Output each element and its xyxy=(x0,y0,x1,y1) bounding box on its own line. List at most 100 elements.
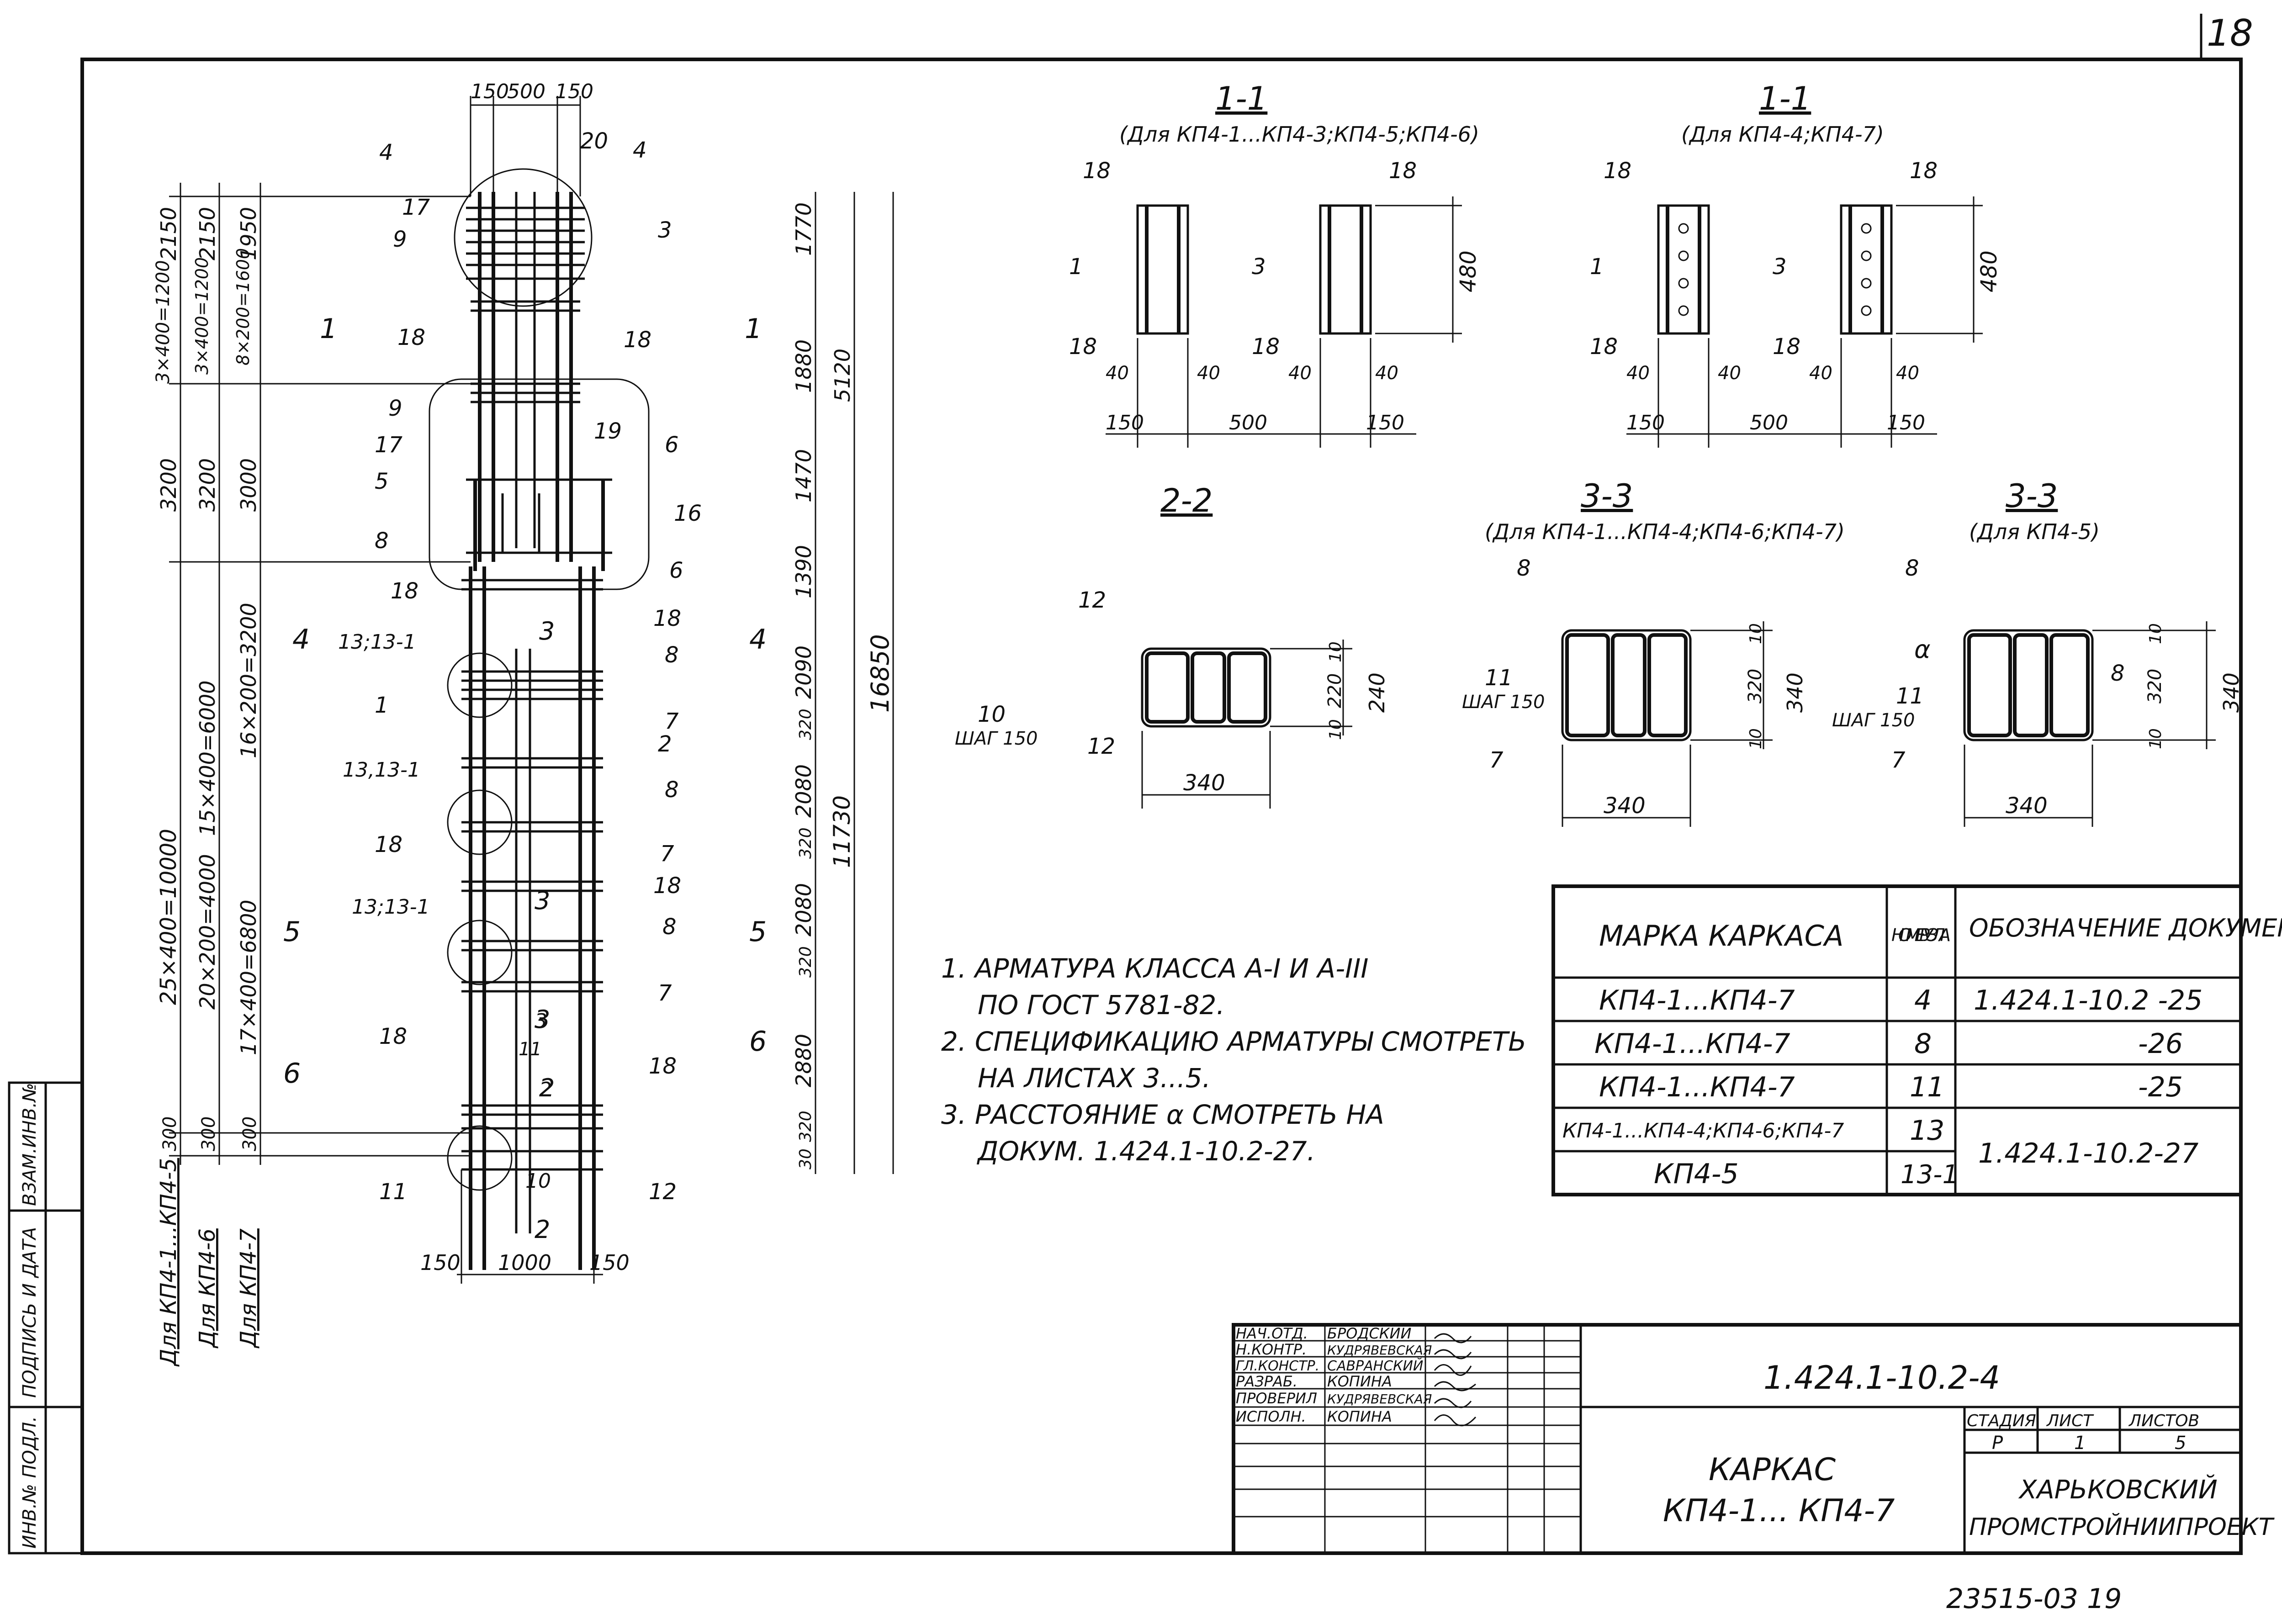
table-r45-doc: 1.424.1-10.2-27 xyxy=(1978,1137,2198,1169)
right-dim-2080-b: 2080 xyxy=(791,883,816,936)
section-3-3-b: 3-3 (Для КП4-5) 8 α 11 ШАГ 150 7 8 10 32… xyxy=(1832,477,2244,827)
table-r4-node: 13 xyxy=(1910,1115,1944,1147)
tb-doc-code: 1.424.1-10.2-4 xyxy=(1763,1359,2000,1397)
s11b-18-tr: 18 xyxy=(1910,158,1938,184)
s11b-1: 1 xyxy=(1590,254,1604,280)
section-3-3b-title: 3-3 xyxy=(2006,477,2058,515)
section-2-2: 2-2 12 10 ШАГ 150 12 10 220 10 240 340 xyxy=(955,482,1389,809)
left-dim-3200-a: 3200 xyxy=(156,458,181,512)
bottom-dim-150b: 150 xyxy=(589,1250,630,1275)
table-r5-mark: КП4-5 xyxy=(1654,1158,1739,1190)
tb-role-1: НАЧ.ОТД. xyxy=(1236,1325,1308,1342)
tb-org-2: ПРОМСТРОЙНИИПРОЕКТ xyxy=(1969,1513,2275,1541)
table-r3-mark: КП4-1...КП4-7 xyxy=(1599,1071,1795,1103)
mark-2-b: 2 xyxy=(539,1078,552,1101)
right-dim-320-d: 320 xyxy=(796,1111,815,1142)
s33a-8: 8 xyxy=(1517,555,1531,581)
stamp-vzam-inv: ВЗАМ.ИНВ.№ xyxy=(19,1083,40,1206)
section-3-3a-subtitle: (Для КП4-1...КП4-4;КП4-6;КП4-7) xyxy=(1485,519,1845,544)
table-r1-mark: КП4-1...КП4-7 xyxy=(1599,984,1795,1016)
cut-5-right: 5 xyxy=(749,916,767,948)
s33b-step: ШАГ 150 xyxy=(1832,710,1915,731)
s11b-18-bl: 18 xyxy=(1590,334,1618,360)
bottom-dim-1000: 1000 xyxy=(498,1250,551,1275)
right-dim-5120: 5120 xyxy=(830,349,855,402)
section-1-1b-subtitle: (Для КП4-4;КП4-7) xyxy=(1681,122,1884,147)
s11b-18-tl: 18 xyxy=(1604,158,1631,184)
note-2b: НА ЛИСТАХ 3...5. xyxy=(978,1063,1211,1094)
s11a-1: 1 xyxy=(1069,254,1083,280)
mark-18-f: 18 xyxy=(653,873,681,899)
mark-8-c: 8 xyxy=(665,777,679,803)
left-dim-3000: 3000 xyxy=(236,458,261,512)
mark-8-a: 8 xyxy=(375,528,389,554)
s11a-3: 3 xyxy=(1252,254,1266,280)
s33b-320: 320 xyxy=(2144,669,2166,704)
tb-role-5: ПРОВЕРИЛ xyxy=(1236,1390,1317,1407)
table-header-doc: ОБОЗНАЧЕНИЕ ДОКУМЕНТА xyxy=(1969,914,2282,942)
tb-name-1: БРОДСКИЙ xyxy=(1327,1325,1411,1342)
right-dim-320-b: 320 xyxy=(796,827,815,859)
right-dim-1470: 1470 xyxy=(791,449,816,503)
top-dim-150b: 150 xyxy=(555,80,593,103)
s11a-18-tr: 18 xyxy=(1389,158,1417,184)
s33b-340-h: 340 xyxy=(2006,793,2048,819)
tb-sheet-header: ЛИСТ xyxy=(2046,1412,2094,1430)
s22-12-bot: 12 xyxy=(1087,734,1115,759)
s33b-10-b: 10 xyxy=(2146,728,2165,749)
signature-3 xyxy=(1434,1364,1472,1376)
mark-10: 10 xyxy=(525,1169,551,1193)
mark-11-b: 11 xyxy=(519,1039,542,1060)
section-1-1-b: 1-1 (Для КП4-4;КП4-7) 18 18 1 3 18 18 40… xyxy=(1590,80,2002,448)
section-1-1-a: 1-1 (Для КП4-1...КП4-3;КП4-5;КП4-6) 18 1… xyxy=(1069,80,1481,448)
section-1-1a-title: 1-1 xyxy=(1215,80,1267,117)
mark-11-a: 11 xyxy=(379,1179,407,1205)
tb-name-3: САВРАНСКИЙ xyxy=(1327,1358,1423,1374)
s33b-alpha: α xyxy=(1914,635,1931,664)
mark-9-b: 9 xyxy=(388,396,402,421)
right-dim-2090: 2090 xyxy=(791,645,816,699)
left-dim-16x200: 16×200=3200 xyxy=(236,603,261,759)
note-3a: 3. РАССТОЯНИЕ α СМОТРЕТЬ НА xyxy=(941,1099,1384,1130)
bottom-dim-150a: 150 xyxy=(420,1250,461,1275)
note-1a: 1. АРМАТУРА КЛАССА А-I И А-III xyxy=(941,953,1368,984)
mark-7-b: 7 xyxy=(660,841,674,867)
right-dim-2080-a: 2080 xyxy=(791,764,816,818)
mark-17-a: 17 xyxy=(402,195,430,220)
s22-10: 10 xyxy=(978,702,1006,727)
cage-elevation: 150 500 150 xyxy=(153,80,895,1367)
right-dim-30: 30 xyxy=(796,1148,815,1169)
top-dim-150a: 150 xyxy=(471,80,509,103)
s11b-40-2: 40 xyxy=(1718,363,1741,384)
mark-18-b: 18 xyxy=(624,327,651,353)
s33b-10-a: 10 xyxy=(2146,623,2165,644)
mark-9-a: 9 xyxy=(393,227,407,252)
left-dim-2150-a: 2150 xyxy=(156,207,181,260)
table-r2-node: 8 xyxy=(1914,1028,1932,1060)
s11b-40-3: 40 xyxy=(1809,363,1832,384)
sheet-frame xyxy=(80,58,2243,1555)
s33b-7: 7 xyxy=(1891,747,1906,773)
left-dim-3x400-b: 3×400=1200 xyxy=(192,257,212,375)
left-dim-2150-b: 2150 xyxy=(195,207,220,260)
mark-8-d: 8 xyxy=(662,914,677,940)
right-dim-320-c: 320 xyxy=(796,946,815,978)
sheet-corner-number: 18 xyxy=(2207,12,2253,54)
s33b-8-top: 8 xyxy=(1905,555,1919,581)
mark-8-b: 8 xyxy=(665,642,679,668)
mark-18-d: 18 xyxy=(653,606,681,631)
mark-7-c: 7 xyxy=(658,980,672,1006)
s11a-480: 480 xyxy=(1456,250,1481,292)
top-dim-500: 500 xyxy=(507,80,545,103)
s11b-500: 500 xyxy=(1750,411,1788,434)
cut-5-left: 5 xyxy=(283,916,301,948)
applies-to-kp4-7: Для КП4-7 xyxy=(236,1228,261,1349)
s11b-40-4: 40 xyxy=(1896,363,1919,384)
s33b-11: 11 xyxy=(1896,683,1924,709)
stamp-inv-podl: ИНВ.№ ПОДЛ. xyxy=(19,1416,40,1549)
tb-role-4: РАЗРАБ. xyxy=(1236,1373,1297,1390)
tb-title-2: КП4-1... КП4-7 xyxy=(1663,1493,1895,1529)
s11a-150-b: 150 xyxy=(1366,411,1404,434)
applies-to-kp4-1-5: Для КП4-1...КП4-5 xyxy=(156,1158,181,1367)
table-r4-mark: КП4-1...КП4-4;КП4-6;КП4-7 xyxy=(1562,1119,1844,1143)
